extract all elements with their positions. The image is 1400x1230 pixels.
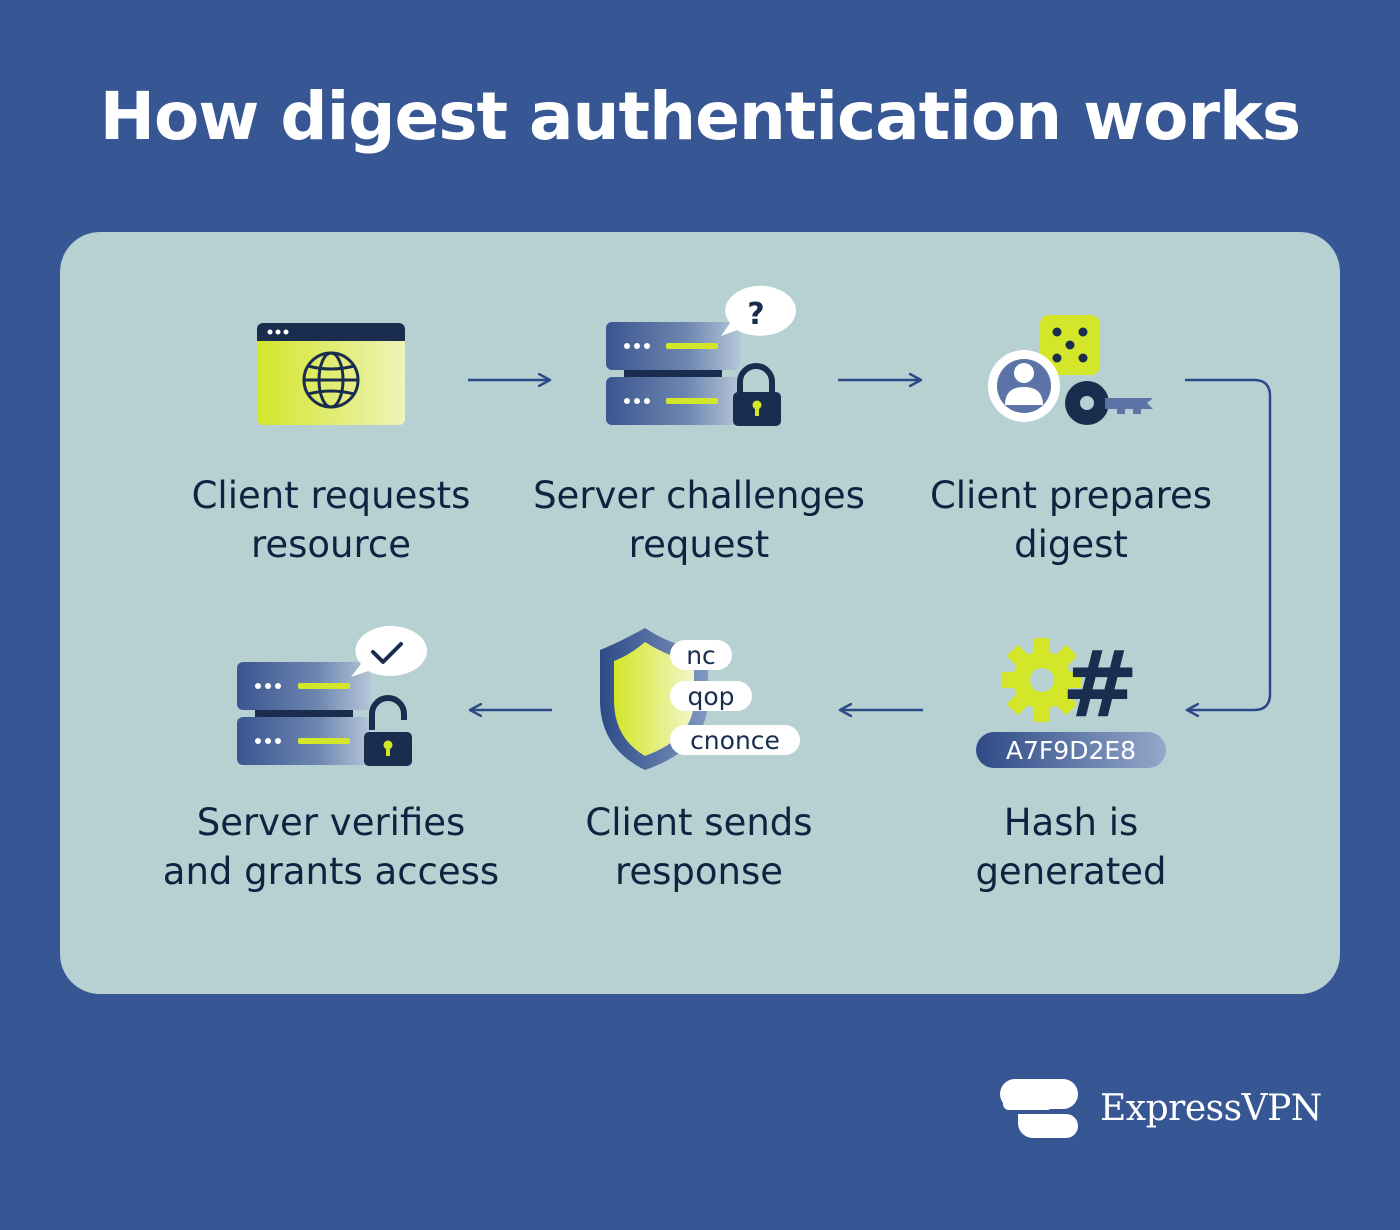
question-mark: ? [747, 297, 764, 332]
arrow-step3-to-step4 [1185, 378, 1272, 710]
hash-value: A7F9D2E8 [1006, 736, 1136, 765]
param-qop: qop [687, 682, 734, 711]
page-title: How digest authentication works [99, 78, 1301, 155]
step-server-verifies-label: Server verifies and grants access [162, 801, 500, 893]
step-client-requests-label: Client requests resource [191, 474, 471, 566]
hash-symbol: # [1061, 631, 1138, 738]
step-hash-generated-label: Hash is generated [975, 801, 1167, 893]
flow-arrows [468, 378, 1272, 710]
server-check-unlock-icon [237, 625, 428, 766]
step-client-prepares-label: Client prepares digest [929, 474, 1213, 566]
server-question-lock-icon: ? [606, 285, 796, 426]
shield-params-icon: nc qop cnonce [600, 628, 800, 770]
brand-name: ExpressVPN [1100, 1088, 1322, 1129]
browser-globe-icon [257, 323, 405, 425]
expressvpn-logo-icon [1000, 1079, 1078, 1138]
step-client-sends-label: Client sends response [585, 801, 813, 893]
step-server-challenges-label: Server challenges request [533, 474, 865, 566]
gear-hash-icon: # A7F9D2E8 [976, 631, 1166, 768]
user-key-icon [988, 315, 1153, 425]
param-nc: nc [686, 641, 716, 670]
brand-logo: ExpressVPN [1000, 1074, 1360, 1144]
param-cnonce: cnonce [690, 726, 780, 755]
